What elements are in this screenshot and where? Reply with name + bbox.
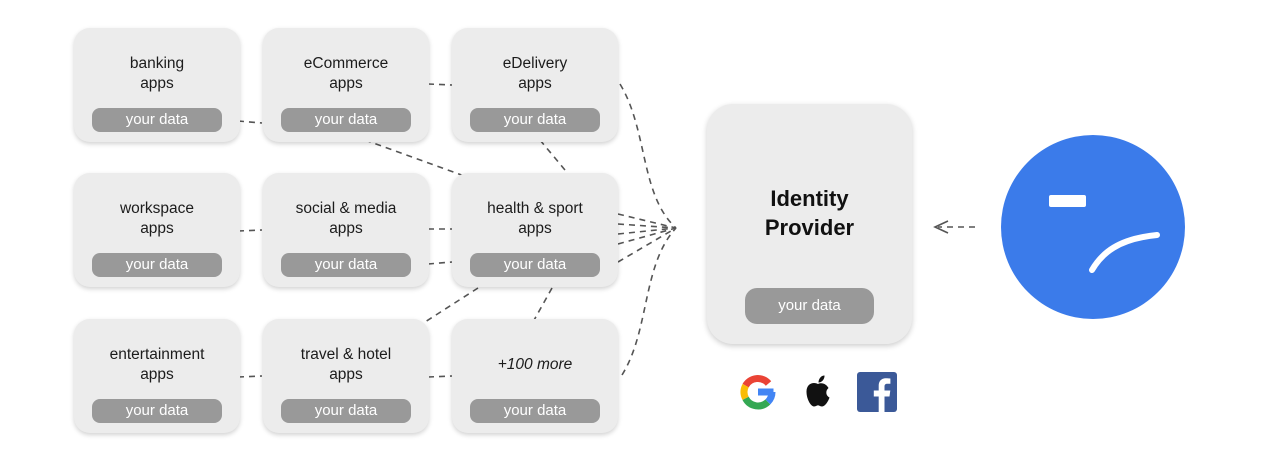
app-name: health & sport bbox=[487, 200, 583, 217]
identity-provider-title: Identity Provider bbox=[764, 186, 855, 240]
app-name: banking bbox=[129, 55, 185, 72]
app-card-workspace: workspace apps your data bbox=[74, 173, 240, 287]
app-name: entertainment bbox=[109, 346, 205, 363]
your-data-badge: your data bbox=[470, 399, 600, 423]
your-data-badge: your data bbox=[281, 108, 411, 132]
user-mouth-mark bbox=[1089, 232, 1160, 273]
your-data-badge: your data bbox=[470, 253, 600, 277]
app-name: eCommerce bbox=[303, 55, 389, 72]
app-card-banking: banking apps your data bbox=[74, 28, 240, 142]
app-suffix: apps bbox=[140, 75, 174, 92]
identity-provider-card: Identity Provider your data bbox=[707, 104, 912, 344]
user-eye-mark bbox=[1049, 195, 1086, 207]
your-data-badge: your data bbox=[470, 108, 600, 132]
app-card-social-media: social & media apps your data bbox=[263, 173, 429, 287]
app-suffix: apps bbox=[518, 220, 552, 237]
app-suffix: apps bbox=[329, 366, 363, 383]
app-suffix: apps bbox=[518, 75, 552, 92]
app-name: workspace bbox=[119, 200, 195, 217]
app-suffix: apps bbox=[329, 220, 363, 237]
app-suffix: apps bbox=[329, 75, 363, 92]
app-name: +100 more bbox=[497, 356, 573, 373]
app-name: eDelivery bbox=[502, 55, 568, 72]
user-circle bbox=[1001, 135, 1185, 319]
app-name: social & media bbox=[295, 200, 397, 217]
app-suffix: apps bbox=[140, 366, 174, 383]
your-data-badge: your data bbox=[92, 399, 222, 423]
app-card-entertainment: entertainment apps your data bbox=[74, 319, 240, 433]
your-data-badge: your data bbox=[281, 399, 411, 423]
your-data-badge: your data bbox=[92, 253, 222, 277]
your-data-badge: your data bbox=[745, 288, 874, 324]
app-card-health-sport: health & sport apps your data bbox=[452, 173, 618, 287]
your-data-badge: your data bbox=[281, 253, 411, 277]
google-icon bbox=[740, 375, 776, 410]
app-card-edelivery: eDelivery apps your data bbox=[452, 28, 618, 142]
facebook-icon bbox=[857, 372, 897, 412]
apple-icon bbox=[806, 375, 830, 407]
app-card-more: +100 more your data bbox=[452, 319, 618, 433]
your-data-badge: your data bbox=[92, 108, 222, 132]
app-card-travel-hotel: travel & hotel apps your data bbox=[263, 319, 429, 433]
app-name: travel & hotel bbox=[300, 346, 392, 363]
app-card-ecommerce: eCommerce apps your data bbox=[263, 28, 429, 142]
app-suffix: apps bbox=[140, 220, 174, 237]
